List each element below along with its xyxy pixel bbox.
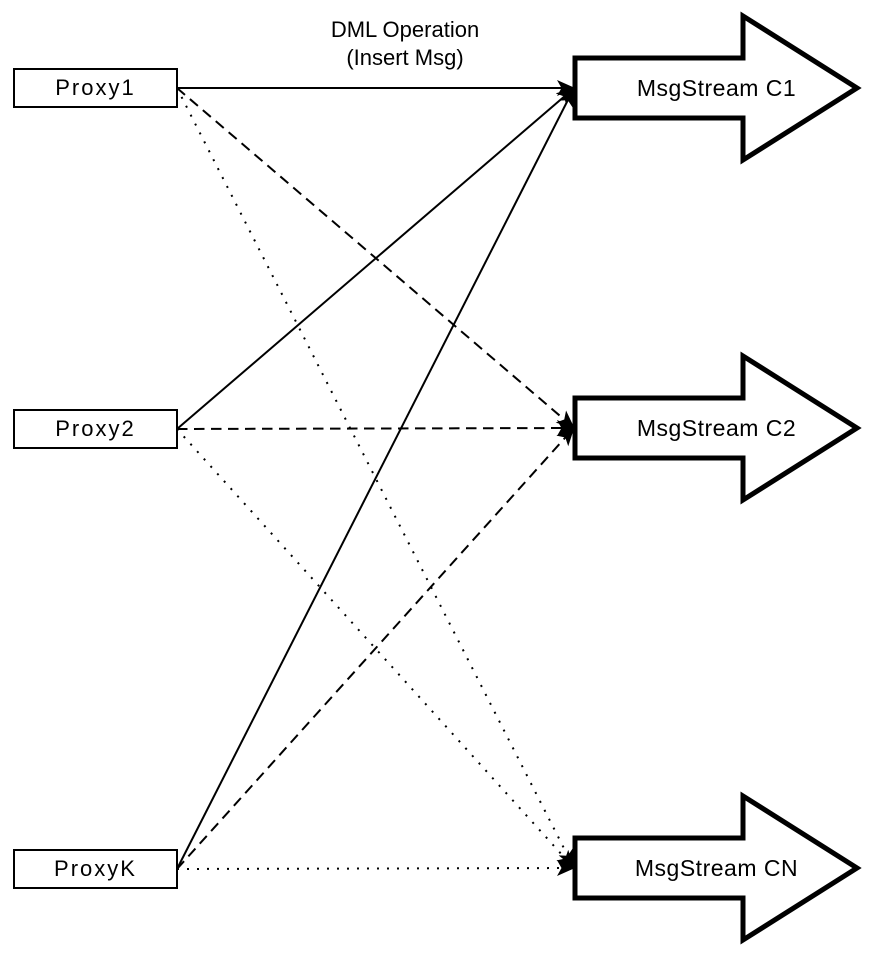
dml-operation-label-line1: DML Operation	[330, 17, 480, 42]
msgstream-c2-arrow-shape	[572, 351, 862, 505]
dml-operation-label-line2: (Insert Msg)	[346, 45, 464, 70]
proxy2-label: Proxy2	[55, 416, 136, 441]
edge-proxyk-to-cn-dotted	[176, 860, 575, 877]
proxy1-node: Proxy1	[13, 68, 178, 108]
proxy1-label: Proxy1	[55, 75, 136, 100]
edge-proxyk-to-c2-dashed	[176, 427, 575, 870]
dml-operation-label: DML Operation (Insert Msg)	[331, 16, 479, 72]
edge-proxy1-to-c2-dashed	[176, 87, 575, 429]
msgstream-c1-arrow-shape	[572, 11, 862, 165]
proxyk-label: ProxyK	[54, 856, 137, 881]
proxyk-node: ProxyK	[13, 849, 178, 889]
proxy2-node: Proxy2	[13, 409, 178, 449]
edge-proxy2-to-c2-dashed	[176, 420, 575, 437]
msgstream-cn-arrow-shape	[572, 791, 862, 945]
edge-proxyk-to-c1-solid	[176, 88, 574, 870]
edge-proxy2-to-c1-solid	[176, 87, 575, 430]
